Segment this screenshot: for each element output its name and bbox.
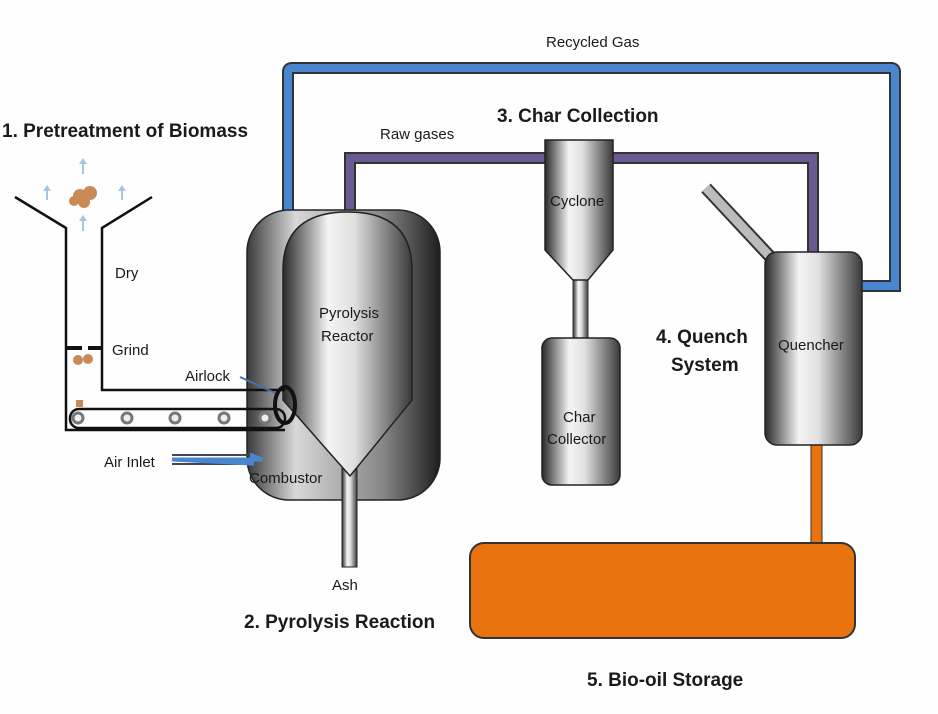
label-quencher: Quencher	[778, 337, 844, 354]
label-reactor-line2: Reactor	[321, 328, 374, 345]
label-collector-line2: Collector	[547, 431, 606, 448]
label-combustor: Combustor	[249, 470, 322, 487]
hopper	[14, 195, 285, 432]
heading-char-collection: 3. Char Collection	[497, 106, 659, 127]
bio-oil-pipe	[810, 439, 823, 551]
label-collector-line1: Char	[563, 409, 596, 426]
airlock-valve	[273, 385, 297, 425]
heading-pretreatment: 1. Pretreatment of Biomass	[2, 121, 248, 142]
pyrolysis-reactor	[282, 211, 413, 478]
conveyor-belt	[68, 407, 287, 430]
heading-storage: 5. Bio-oil Storage	[587, 670, 743, 691]
label-recycled-gas: Recycled Gas	[546, 34, 639, 51]
label-grind: Grind	[112, 342, 149, 359]
cyclone	[544, 139, 614, 281]
label-reactor-line1: Pyrolysis	[319, 305, 379, 322]
label-ash: Ash	[332, 577, 358, 594]
heading-quench-line1: 4. Quench	[656, 327, 748, 348]
quencher	[764, 251, 863, 446]
heading-quench-line2: System	[671, 355, 739, 376]
biomass-particles	[69, 186, 97, 407]
label-airlock: Airlock	[185, 368, 231, 385]
airlock-pointer-arrow	[239, 376, 276, 394]
char-collector	[541, 337, 621, 486]
bio-oil-storage-tank	[469, 542, 856, 639]
heading-pyrolysis: 2. Pyrolysis Reaction	[244, 612, 435, 633]
drying-arrows-icon	[43, 158, 126, 231]
cyclone-pipe	[572, 274, 589, 344]
air-inlet-pipe	[171, 452, 263, 466]
label-dry: Dry	[115, 265, 139, 282]
label-raw-gases: Raw gases	[380, 126, 454, 143]
ash-pipe	[341, 464, 358, 568]
label-air-inlet: Air Inlet	[104, 454, 156, 471]
label-cyclone: Cyclone	[550, 193, 604, 210]
